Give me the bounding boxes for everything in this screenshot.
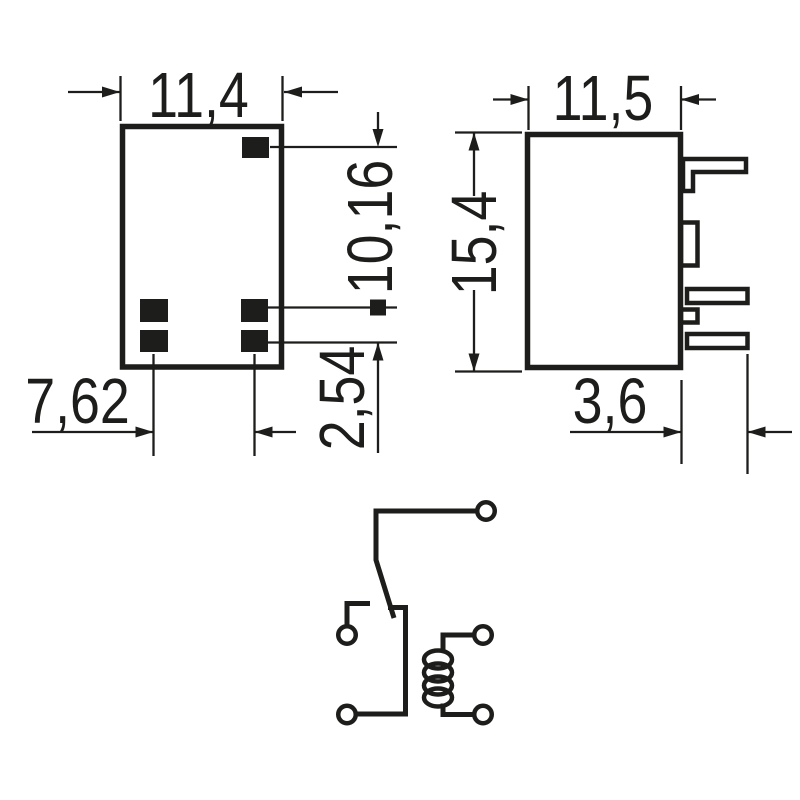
dimension-pin-protrusion: 3,6 bbox=[570, 354, 792, 474]
pad-right-row2 bbox=[241, 330, 268, 352]
coil-turn bbox=[421, 661, 455, 684]
coil-turn bbox=[421, 648, 455, 671]
arrowhead-down-icon bbox=[468, 353, 480, 372]
pin-top bbox=[680, 156, 749, 194]
dim-label-11-5: 11,5 bbox=[553, 62, 654, 135]
arrowhead-up-icon bbox=[372, 342, 384, 361]
arrowhead-left-icon bbox=[254, 426, 273, 438]
case-lug bbox=[678, 220, 700, 268]
pad-left-row2 bbox=[140, 330, 168, 352]
terminal-coil-top-icon bbox=[472, 624, 494, 646]
relay-schematic bbox=[336, 500, 497, 726]
pad-top-right bbox=[242, 137, 269, 158]
terminal-pole-icon bbox=[475, 500, 497, 522]
arrowhead-left-icon bbox=[284, 86, 302, 98]
contact-open-lead bbox=[344, 601, 370, 625]
dimension-side-view-width: 11,5 bbox=[493, 62, 716, 135]
coil-winding-icon bbox=[421, 648, 455, 709]
arrowhead-up-icon bbox=[468, 132, 480, 151]
arrowhead-right-icon bbox=[510, 94, 529, 105]
arrowhead-left-icon bbox=[681, 94, 699, 105]
arrowhead-left-icon bbox=[747, 426, 766, 438]
dim-label-3-6: 3,6 bbox=[573, 365, 648, 438]
pin-middle bbox=[684, 286, 750, 306]
dim-label-7-62: 7,62 bbox=[25, 365, 130, 438]
pad-right-row1 bbox=[241, 299, 268, 322]
contact-closed-lead bbox=[357, 605, 408, 717]
dim-label-10-16: 10,16 bbox=[334, 160, 407, 295]
switch-pole-and-blade bbox=[373, 508, 476, 619]
dimension-pad-offsets: 10,16 2,54 bbox=[268, 112, 406, 453]
bottom-view bbox=[119, 123, 285, 370]
arrowhead-down-icon bbox=[372, 129, 384, 147]
terminal-coil-bottom-icon bbox=[472, 703, 494, 726]
arrowhead-right-icon bbox=[663, 426, 682, 438]
case-peg bbox=[678, 307, 700, 325]
bottom-view-body-outline bbox=[119, 123, 285, 370]
arrowhead-right-icon bbox=[102, 86, 120, 98]
dimension-square-terminator bbox=[370, 299, 386, 316]
dimension-pad-column-pitch: 7,62 bbox=[25, 354, 296, 456]
dimension-bottom-view-width: 11,4 bbox=[68, 59, 338, 132]
coil-turn bbox=[421, 674, 455, 697]
pad-left-row1 bbox=[140, 299, 168, 322]
side-view bbox=[524, 131, 750, 371]
side-view-body-outline bbox=[524, 131, 684, 371]
dim-label-2-54: 2,54 bbox=[306, 346, 379, 451]
dimension-side-view-height: 15,4 bbox=[438, 131, 522, 373]
arrowhead-right-icon bbox=[135, 426, 154, 438]
coil-turn bbox=[421, 686, 455, 709]
pin-bottom bbox=[684, 331, 750, 351]
dim-label-15-4: 15,4 bbox=[438, 191, 511, 296]
terminal-contact-open-icon bbox=[336, 624, 358, 646]
terminal-contact-closed-icon bbox=[336, 703, 358, 726]
coil-top-lead bbox=[440, 632, 473, 652]
dim-label-11-4: 11,4 bbox=[148, 59, 249, 132]
